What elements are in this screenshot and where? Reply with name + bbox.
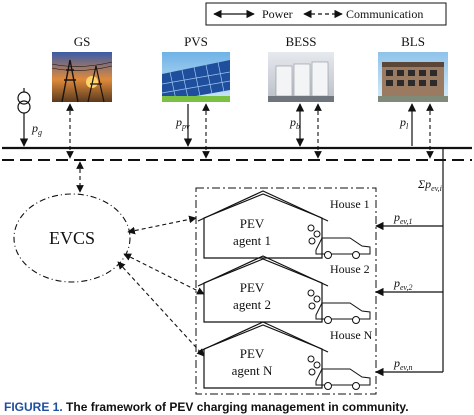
house-n-agent-line2: agent N xyxy=(232,363,273,378)
framework-diagram: Power Communication GS PVS BESS BLS xyxy=(2,2,472,395)
house-2-title: House 2 xyxy=(330,262,370,276)
house-n: House N PEV agent N xyxy=(197,321,373,389)
pvs-title: PVS xyxy=(184,34,208,49)
house-n-title: House N xyxy=(330,328,373,342)
figure-caption: FIGURE 1. The framework of PEV charging … xyxy=(4,400,409,414)
figure-caption-text: The framework of PEV charging management… xyxy=(66,400,409,414)
evcs-house-links xyxy=(117,215,205,357)
legend-communication-label: Communication xyxy=(346,7,423,21)
house-n-feed-label: pev,n xyxy=(393,356,413,372)
house-2: House 2 PEV agent 2 xyxy=(197,255,370,323)
transformer-icon xyxy=(17,88,31,147)
bess-title: BESS xyxy=(285,34,316,49)
pv-station-image xyxy=(161,52,231,102)
gs-power-label: pg xyxy=(31,121,42,137)
house-1-agent-line2: agent 1 xyxy=(233,233,271,248)
house-2-agent-line2: agent 2 xyxy=(233,297,271,312)
bls-title: BLS xyxy=(401,34,425,49)
grid-station-image xyxy=(51,52,113,103)
bls-power-label: pl xyxy=(399,115,409,131)
ev-car-icon-2 xyxy=(307,289,371,324)
legend: Power Communication xyxy=(205,2,447,26)
bess-power-label: pb xyxy=(289,115,300,131)
evcs-node: EVCS xyxy=(13,193,131,283)
ev-car-icon-1 xyxy=(307,224,371,259)
evcs-label: EVCS xyxy=(49,228,95,248)
legend-power-label: Power xyxy=(262,7,293,21)
figure-number: FIGURE 1. xyxy=(4,400,63,414)
house-2-agent-line1: PEV xyxy=(240,280,265,295)
gs-title: GS xyxy=(74,34,91,49)
sum-power-label: Σpev,i xyxy=(417,177,442,193)
pvs-power-label: ppv xyxy=(175,115,190,131)
ev-car-icon-n xyxy=(307,355,371,390)
house-1: House 1 PEV agent 1 xyxy=(197,190,370,259)
house-1-title: House 1 xyxy=(330,197,370,211)
source-connections xyxy=(66,103,434,159)
house-n-agent-line1: PEV xyxy=(240,346,265,361)
house-1-feed-label: pev,1 xyxy=(393,210,413,226)
house-2-feed-label: pev,2 xyxy=(393,276,413,292)
house-1-agent-line1: PEV xyxy=(240,216,265,231)
ev-power-feeder xyxy=(375,148,444,377)
building-load-image xyxy=(378,52,448,102)
bess-image xyxy=(268,52,334,102)
